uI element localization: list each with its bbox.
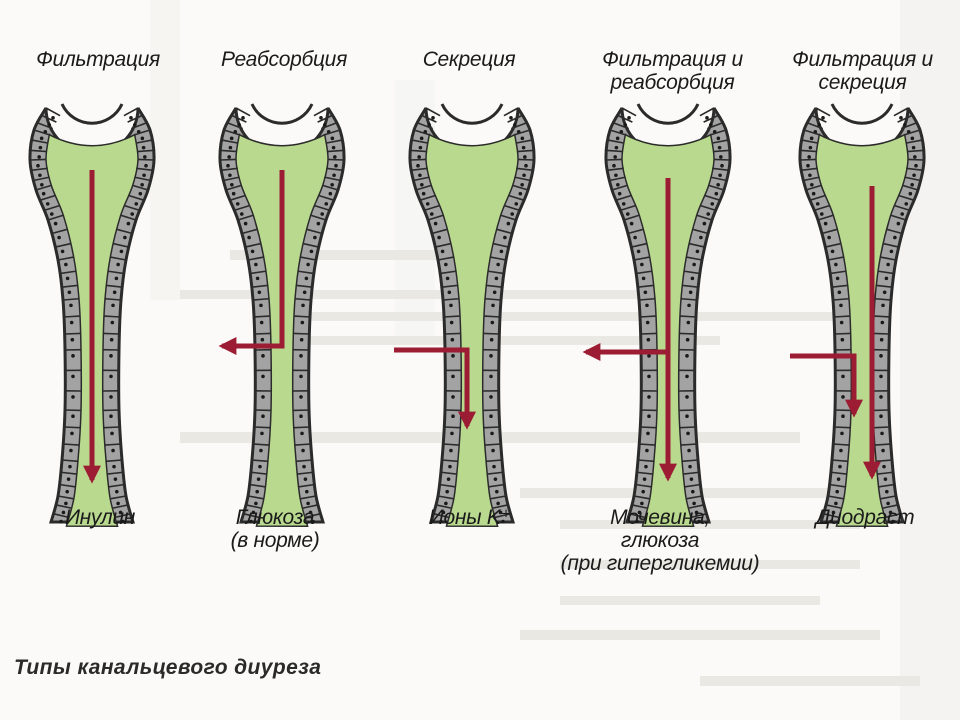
panel-1-substance: Инулин: [64, 506, 136, 529]
capsule-opening: [440, 103, 504, 125]
panel-5-title: Фильтрация и секреция: [792, 48, 933, 94]
tubule-2: [218, 103, 346, 527]
panel-3-substance: Ионы K⁺: [428, 506, 512, 529]
secretion-arrow: [790, 353, 863, 418]
capsule-opening: [60, 103, 124, 125]
secretion-arrow: [394, 347, 476, 430]
tubule-3: [394, 103, 536, 527]
capsule-opening: [250, 103, 314, 125]
tubule-4: [582, 103, 732, 527]
panel-2-title: Реабсорбция: [221, 48, 347, 71]
capsule-opening: [830, 103, 894, 125]
tubule-lumen: [815, 133, 909, 527]
tubule-1: [28, 103, 156, 527]
capsule-opening: [636, 103, 700, 125]
panel-1-title: Фильтрация: [36, 48, 160, 71]
panel-3-title: Секреция: [422, 48, 516, 71]
reabsorption-arrow: [218, 170, 285, 355]
tubule-5: [790, 103, 926, 527]
panel-2-substance: Глюкоза (в норме): [230, 506, 320, 552]
tubule-lumen: [425, 133, 519, 527]
panel-5-substance: Диодраст: [815, 506, 915, 529]
panel-4-substance: Мочевина, глюкоза (при гипергликемии): [560, 506, 760, 575]
figure-caption: Типы канальцевого диуреза: [14, 656, 322, 679]
panel-4-title: Фильтрация и реабсорбция: [602, 48, 743, 94]
